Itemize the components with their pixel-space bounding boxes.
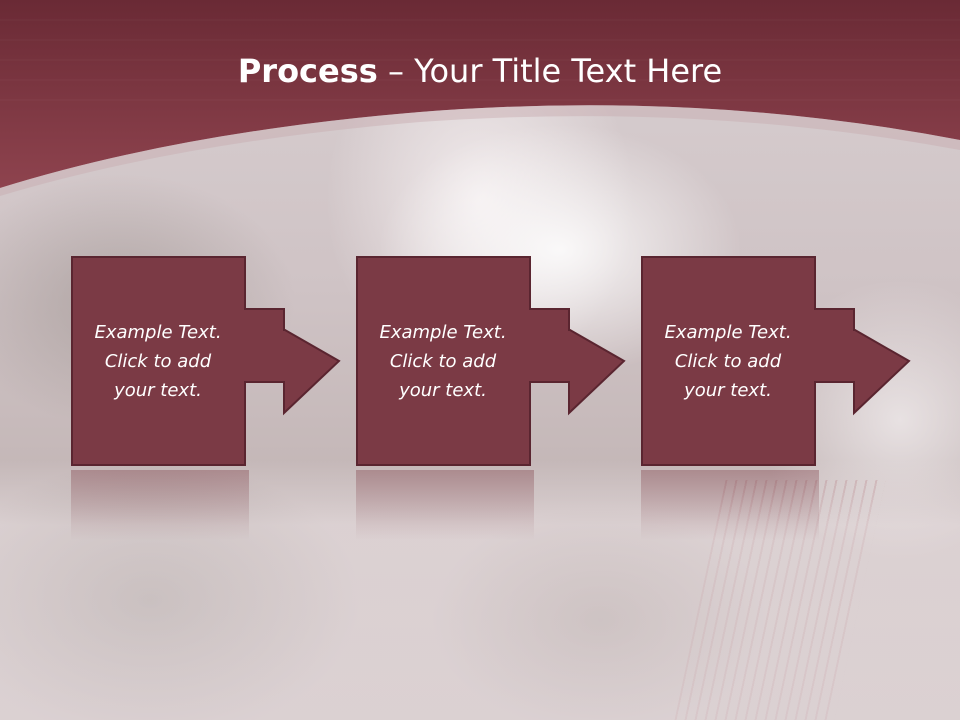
title-bold: Process: [237, 52, 378, 90]
arrow-shape: [356, 256, 626, 466]
step-reflection: [356, 470, 534, 540]
header-banner: [0, 0, 960, 196]
arrow-shape: [641, 256, 911, 466]
step-reflection: [71, 470, 249, 540]
arrow-shape: [71, 256, 341, 466]
step-text[interactable]: Example Text. Click to add your text.: [379, 321, 507, 401]
slide-title[interactable]: Process – Your Title Text Here: [0, 52, 960, 90]
background-haze: [0, 460, 960, 720]
title-rest: – Your Title Text Here: [377, 52, 723, 90]
step-reflection: [641, 470, 819, 540]
step-text[interactable]: Example Text. Click to add your text.: [94, 321, 222, 401]
step-text[interactable]: Example Text. Click to add your text.: [664, 321, 792, 401]
